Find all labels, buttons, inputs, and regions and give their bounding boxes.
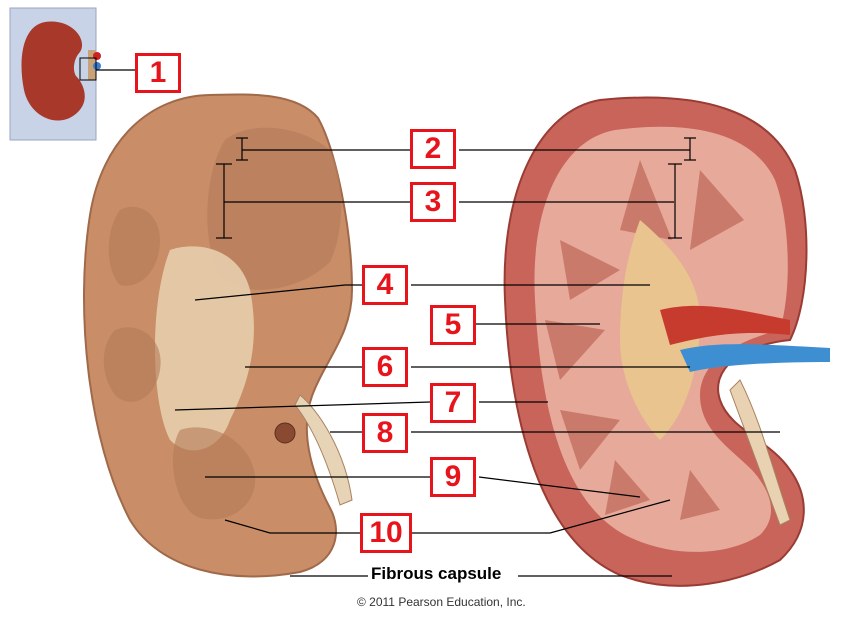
callout-2: 2: [410, 129, 456, 169]
leader-lines: [96, 69, 780, 577]
callout-4: 4: [362, 265, 408, 305]
kidney-photo-icon: [83, 93, 354, 578]
callout-10: 10: [360, 513, 412, 553]
callout-6: 6: [362, 347, 408, 387]
fibrous-capsule-label: Fibrous capsule: [368, 564, 505, 584]
callout-1: 1: [135, 53, 181, 93]
callout-9: 9: [430, 457, 476, 497]
kidney-thumbnail-icon: [9, 7, 101, 141]
callout-3: 3: [410, 182, 456, 222]
callout-8: 8: [362, 413, 408, 453]
kidney-illustration-icon: [503, 96, 830, 587]
copyright-credit: © 2011 Pearson Education, Inc.: [357, 595, 526, 609]
callout-5: 5: [430, 305, 476, 345]
callout-7: 7: [430, 383, 476, 423]
